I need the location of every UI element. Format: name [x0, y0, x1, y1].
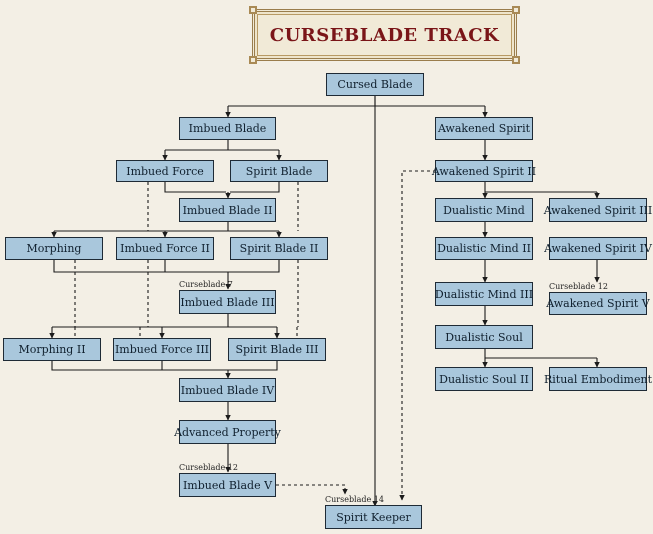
node-imbued-blade-5: Imbued Blade V: [179, 473, 276, 497]
node-imbued-force-3: Imbued Force III: [113, 338, 211, 361]
banner-corner-ornament: [249, 56, 257, 64]
node-imbued-force-2: Imbued Force II: [116, 237, 214, 260]
node-morphing-2: Morphing II: [3, 338, 101, 361]
node-awakened-spirit-3: Awakened Spirit III: [544, 198, 652, 222]
node-spirit-blade-3: Spirit Blade III: [228, 338, 326, 361]
node-awakened-spirit-5: Awakened Spirit V: [546, 292, 650, 315]
node-dualistic-soul-2: Dualistic Soul II: [435, 367, 533, 391]
node-cursed-blade: Cursed Blade: [326, 73, 424, 96]
node-dualistic-mind: Dualistic Mind: [435, 198, 533, 222]
node-dualistic-mind-3: Dualistic Mind III: [435, 282, 533, 306]
node-spirit-blade-2: Spirit Blade II: [230, 237, 328, 260]
node-spirit-keeper: Spirit Keeper: [325, 505, 422, 529]
node-imbued-blade: Imbued Blade: [179, 117, 276, 140]
diagram-title: CURSEBLADE TRACK: [269, 24, 500, 46]
node-imbued-blade-4: Imbued Blade IV: [179, 378, 276, 402]
requirement-label: Curseblade 14: [325, 495, 384, 504]
title-banner: CURSEBLADE TRACK: [249, 6, 520, 64]
node-awakened-spirit-2: Awakened Spirit II: [432, 160, 536, 182]
node-morphing: Morphing: [5, 237, 103, 260]
banner-corner-ornament: [512, 56, 520, 64]
node-imbued-blade-3: Imbued Blade III: [179, 290, 276, 314]
node-imbued-blade-2: Imbued Blade II: [179, 198, 276, 222]
banner-corner-ornament: [249, 6, 257, 14]
banner-corner-ornament: [512, 6, 520, 14]
requirement-label: Curseblade 12: [179, 463, 238, 472]
node-advanced-property: Advanced Property: [174, 420, 281, 444]
node-dualistic-mind-2: Dualistic Mind II: [435, 237, 533, 260]
requirement-label: Curseblade 12: [549, 282, 608, 291]
node-ritual-embodiment: Ritual Embodiment: [544, 367, 652, 391]
node-spirit-blade: Spirit Blade: [230, 160, 328, 182]
node-imbued-force: Imbued Force: [116, 160, 214, 182]
node-dualistic-soul: Dualistic Soul: [435, 325, 533, 349]
node-awakened-spirit-4: Awakened Spirit IV: [544, 237, 652, 260]
node-awakened-spirit: Awakened Spirit: [435, 117, 533, 140]
requirement-label: Curseblade 7: [179, 280, 233, 289]
